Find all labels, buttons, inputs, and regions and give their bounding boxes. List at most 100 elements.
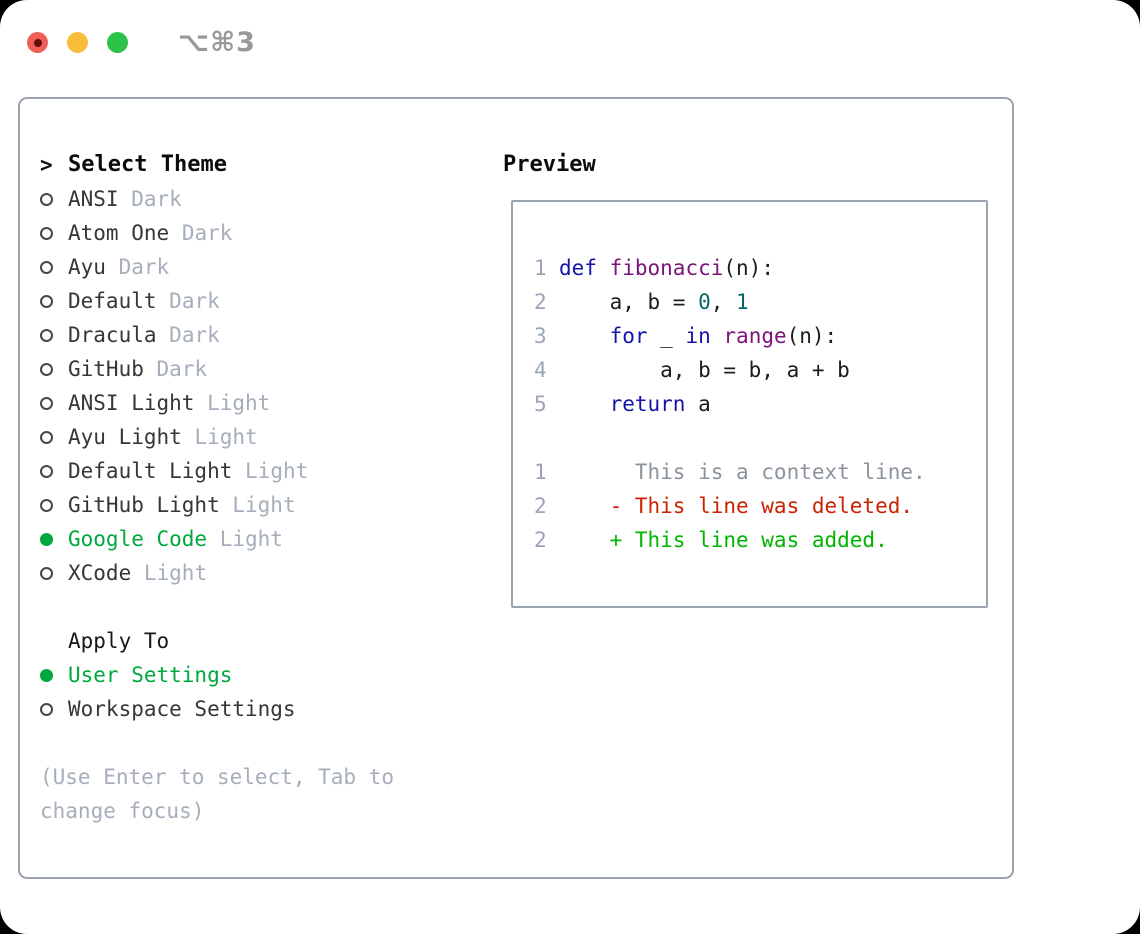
diff-preview: 1 This is a context line.2 - This line w… [534,455,986,557]
code-line-text: return a [559,387,711,421]
apply-to-header: Apply To [40,624,482,658]
theme-name: GitHub [68,357,144,381]
theme-name: Ayu Light [68,425,182,449]
theme-item-ayu[interactable]: Ayu Dark [40,250,482,284]
radio-unselected-icon [40,566,53,580]
radio-marker [40,396,68,410]
theme-item-default[interactable]: Default Dark [40,284,482,318]
code-token: (n): [786,324,838,348]
theme-variant-tag: Light [245,459,309,483]
theme-name: XCode [68,561,132,585]
line-number: 5 [534,392,547,416]
theme-name: ANSI Light [68,391,195,415]
theme-item-google-code[interactable]: Google Code Light [40,522,482,556]
code-token [711,324,724,348]
radio-marker [40,498,68,512]
titlebar: ⌥⌘3 [27,27,256,58]
line-number: 2 [534,290,547,314]
code-token: fibonacci [609,256,724,280]
theme-item-github[interactable]: GitHub Dark [40,352,482,386]
spacer [40,726,482,760]
code-token: a [685,392,711,416]
theme-name: Default [68,289,157,313]
theme-variant-tag: Light [232,493,296,517]
radio-unselected-icon [40,294,53,308]
line-number: 1 [534,256,547,280]
theme-item-atom-one[interactable]: Atom One Dark [40,216,482,250]
radio-marker [40,192,68,206]
apply-option-label: Workspace Settings [68,697,296,721]
theme-item-ansi[interactable]: ANSI Dark [40,182,482,216]
radio-marker [40,260,68,274]
radio-selected-icon [40,668,53,682]
code-token: a, b = [559,290,699,314]
code-token: return [609,392,686,416]
theme-name: Google Code [68,527,208,551]
radio-marker [40,668,68,682]
apply-option-user-settings[interactable]: User Settings [40,658,482,692]
line-number: 3 [534,324,547,348]
select-theme-header: > Select Theme [40,148,482,182]
theme-variant-tag: Dark [169,323,220,347]
spacer [534,421,986,455]
diff-line-deleted: 2 - This line was deleted. [534,489,986,523]
diff-line-added: 2 + This line was added. [534,523,986,557]
theme-item-ansi-light[interactable]: ANSI Light Light [40,386,482,420]
apply-to-title: Apply To [68,629,170,653]
radio-unselected-icon [40,702,53,716]
theme-variant-tag: Dark [131,187,182,211]
code-line: 4 a, b = b, a + b [534,353,986,387]
theme-variant-tag: Dark [169,289,220,313]
prompt-caret-icon: > [40,153,53,177]
radio-selected-icon [40,532,53,546]
minimize-button[interactable] [67,32,88,53]
spacer [40,590,482,624]
radio-unselected-icon [40,260,53,274]
code-line: 3 for _ in range(n): [534,319,986,353]
theme-variant-tag: Light [194,425,258,449]
radio-unselected-icon [40,362,53,376]
theme-item-github-light[interactable]: GitHub Light Light [40,488,482,522]
theme-name: ANSI [68,187,119,211]
code-token: 1 [736,290,749,314]
theme-item-xcode[interactable]: XCode Light [40,556,482,590]
code-line-text: for _ in range(n): [559,319,838,353]
select-theme-title: Select Theme [68,152,227,177]
diff-line-text: + This line was added. [559,528,888,552]
apply-option-workspace-settings[interactable]: Workspace Settings [40,692,482,726]
code-token: def [559,256,597,280]
line-number: 2 [534,528,547,552]
radio-unselected-icon [40,226,53,240]
radio-marker [40,464,68,478]
diff-line-context: 1 This is a context line. [534,455,986,489]
radio-marker [40,566,68,580]
radio-marker [40,532,68,546]
code-token: _ [647,324,686,348]
theme-variant-tag: Dark [181,221,233,245]
preview-title: Preview [503,152,596,177]
close-button[interactable] [27,32,48,53]
zoom-button[interactable] [107,32,128,53]
theme-item-default-light[interactable]: Default Light Light [40,454,482,488]
line-number: 1 [534,460,547,484]
theme-variant-tag: Dark [118,255,170,279]
radio-marker [40,702,68,716]
close-button-dot [33,38,42,47]
apply-option-label: User Settings [68,663,233,687]
theme-item-ayu-light[interactable]: Ayu Light Light [40,420,482,454]
radio-unselected-icon [40,498,53,512]
radio-unselected-icon [40,192,53,206]
theme-item-dracula[interactable]: Dracula Dark [40,318,482,352]
theme-variant-tag: Light [143,561,208,585]
theme-name: Atom One [68,221,170,245]
code-line-text: def fibonacci(n): [559,251,774,285]
radio-marker [40,362,68,376]
theme-variant-tag: Light [219,527,283,551]
diff-line-text: This is a context line. [559,460,926,484]
